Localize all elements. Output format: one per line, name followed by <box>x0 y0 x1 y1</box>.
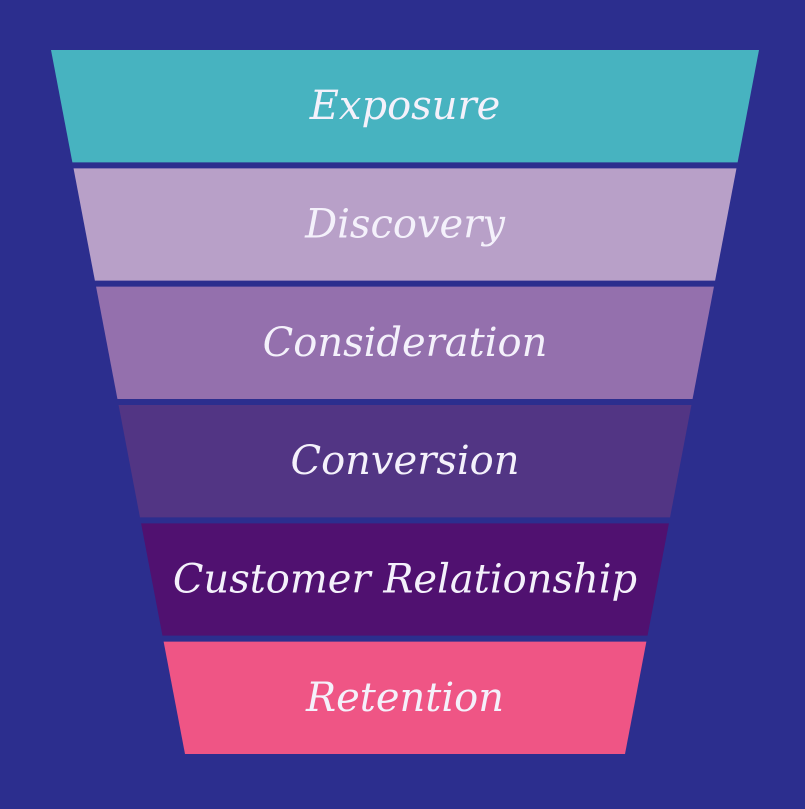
funnel-stage-label: Customer Relationship <box>173 557 637 603</box>
funnel-stage-band <box>73 168 737 281</box>
funnel-stage-customer-relationship: Customer Relationship <box>141 523 669 636</box>
funnel-stage-band <box>118 405 692 518</box>
funnel-stage-label: Retention <box>305 675 504 721</box>
funnel-stage-consideration: Consideration <box>96 286 714 399</box>
funnel-stage-label: Consideration <box>263 320 548 366</box>
funnel-stage-label: Discovery <box>304 202 506 248</box>
funnel-stage-label: Exposure <box>309 83 501 129</box>
funnel-stage-discovery: Discovery <box>73 168 737 281</box>
funnel-stage-exposure: Exposure <box>51 50 759 163</box>
funnel-stage-conversion: Conversion <box>118 405 692 518</box>
funnel-stage-band <box>96 286 714 399</box>
funnel-stages: ExposureDiscoveryConsiderationConversion… <box>51 50 759 754</box>
funnel-stage-band <box>141 523 669 636</box>
funnel-stage-label: Conversion <box>290 438 519 484</box>
funnel-stage-retention: Retention <box>163 641 647 754</box>
funnel-stage-band <box>51 50 759 163</box>
funnel-stage-band <box>163 641 647 754</box>
